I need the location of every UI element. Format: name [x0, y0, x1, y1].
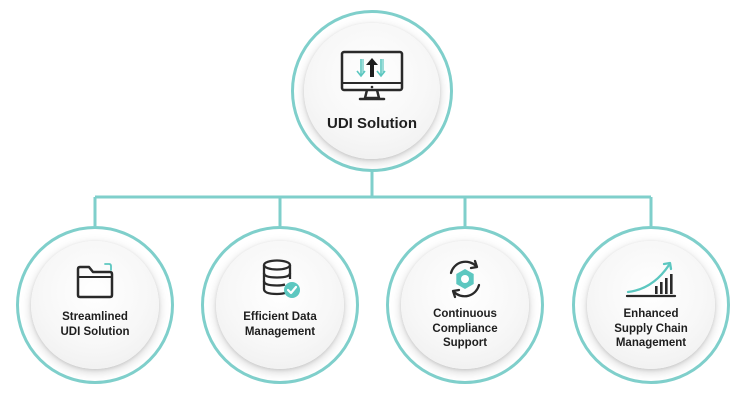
- database-check-icon: [262, 259, 300, 298]
- child-2-line-1: Efficient Data: [243, 311, 317, 323]
- child-3-line-3: Support: [442, 337, 488, 349]
- gear-sync-icon: [449, 259, 481, 299]
- child-1-line-1: Streamlined: [62, 311, 128, 323]
- monitor-upload-download-icon: [340, 50, 404, 101]
- child-2-line-2: Management: [244, 325, 316, 338]
- child-node-inner: Streamlined UDI Solution: [31, 241, 159, 369]
- child-node-continuous-compliance-support: Continuous Compliance Support: [386, 226, 544, 384]
- child-3-line-1: Continuous: [433, 308, 497, 320]
- child-node-inner: Efficient Data Management: [216, 241, 344, 369]
- child-label-1: Streamlined UDI Solution: [31, 310, 159, 339]
- child-node-streamlined-udi-solution: Streamlined UDI Solution: [16, 226, 174, 384]
- growth-chart-icon: [625, 261, 677, 298]
- root-label: UDI Solution: [327, 115, 417, 132]
- root-node: UDI Solution: [291, 10, 453, 172]
- child-3-line-2: Compliance: [432, 322, 498, 335]
- child-label-2: Efficient Data Management: [216, 310, 344, 339]
- folder-icon: [76, 263, 114, 299]
- child-node-enhanced-supply-chain-management: Enhanced Supply Chain Management: [572, 226, 730, 384]
- child-node-inner: Continuous Compliance Support: [401, 241, 529, 369]
- root-node-inner: UDI Solution: [304, 23, 440, 159]
- child-4-line-3: Management: [615, 337, 687, 349]
- child-4-line-2: Supply Chain: [614, 322, 688, 335]
- child-node-efficient-data-management: Efficient Data Management: [201, 226, 359, 384]
- child-label-3: Continuous Compliance Support: [401, 307, 529, 351]
- child-1-line-2: UDI Solution: [60, 325, 130, 338]
- child-label-4: Enhanced Supply Chain Management: [587, 307, 715, 351]
- child-4-line-1: Enhanced: [623, 308, 679, 320]
- child-node-inner: Enhanced Supply Chain Management: [587, 241, 715, 369]
